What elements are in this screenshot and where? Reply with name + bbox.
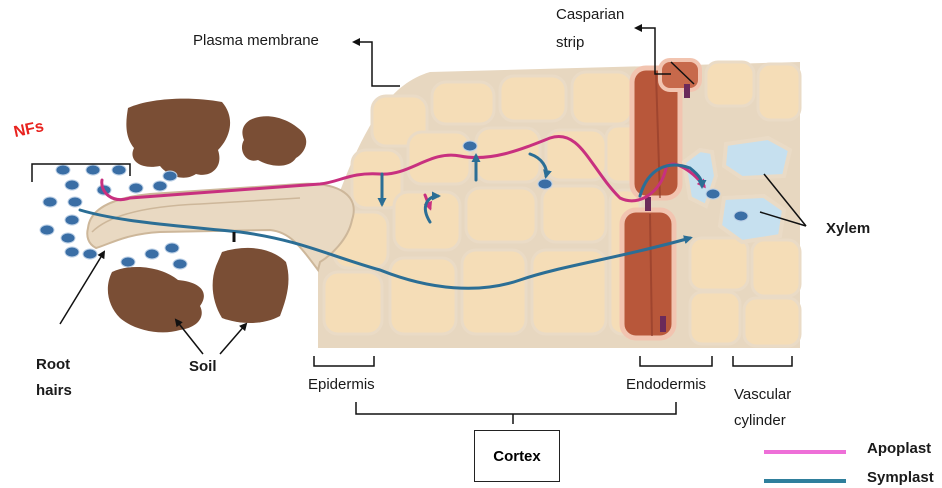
vascular-label-1: Vascular bbox=[734, 386, 791, 403]
root-tissue bbox=[318, 60, 800, 348]
xylem-label: Xylem bbox=[826, 220, 870, 237]
root-hairs-label-2: hairs bbox=[36, 382, 72, 399]
vascular-label-2: cylinder bbox=[734, 412, 786, 429]
soil-label: Soil bbox=[189, 358, 217, 375]
root-hairs-label-1: Root bbox=[36, 356, 70, 373]
cortex-label: Cortex bbox=[474, 430, 560, 482]
legend-label-symplast: Symplast bbox=[867, 469, 934, 486]
endodermis-label: Endodermis bbox=[626, 376, 706, 393]
epidermis-label: Epidermis bbox=[308, 376, 375, 393]
plasma-membrane-label: Plasma membrane bbox=[193, 32, 319, 49]
casparian-label-1: Casparian bbox=[556, 6, 624, 23]
casparian-label-2: strip bbox=[556, 34, 584, 51]
legend-label-apoplast: Apoplast bbox=[867, 440, 931, 457]
cortex-cells bbox=[324, 72, 642, 334]
